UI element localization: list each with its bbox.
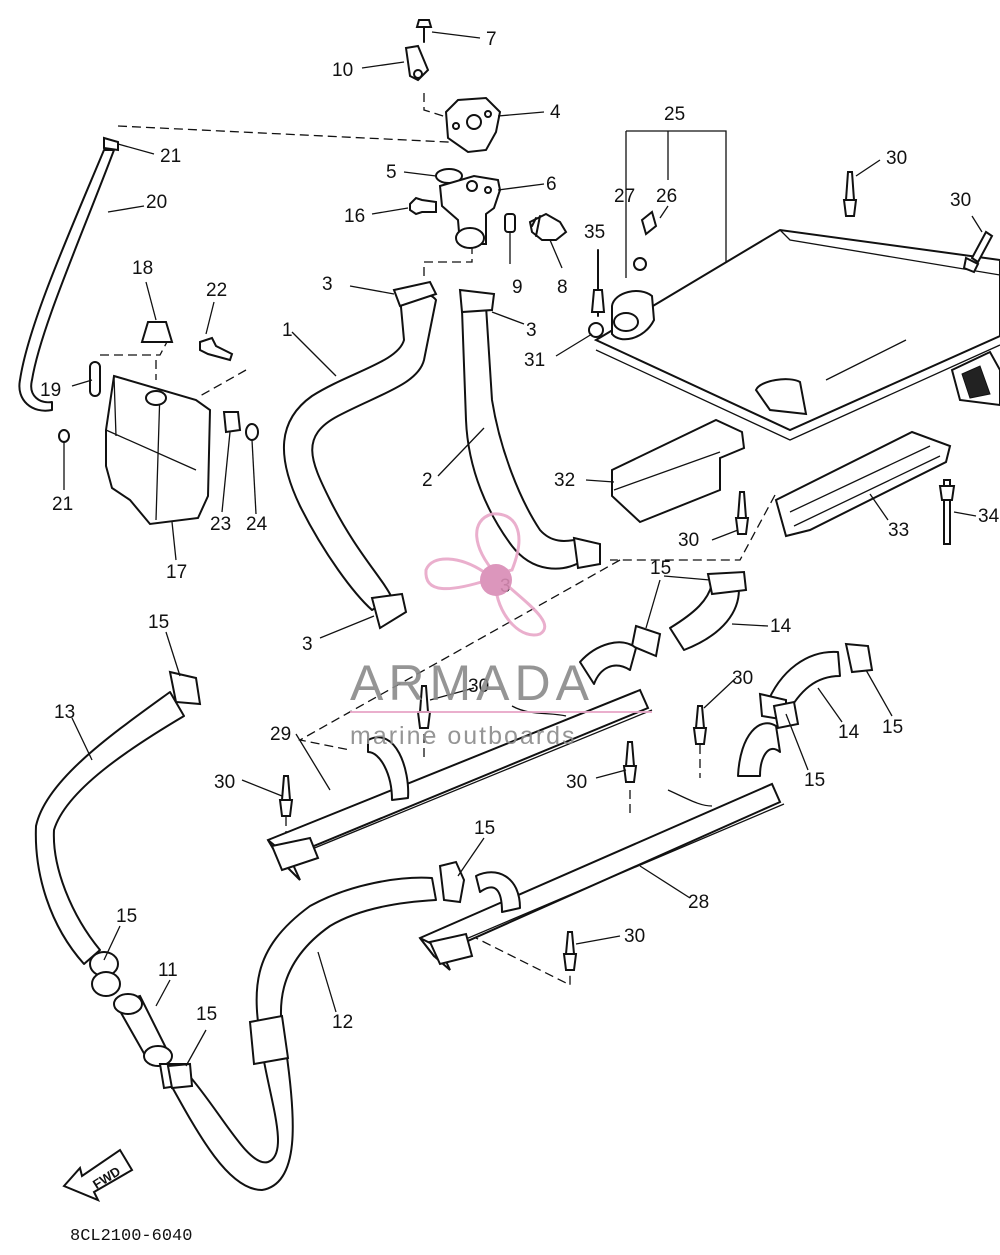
- callout-26: 26: [656, 186, 677, 207]
- callout-4: 4: [550, 102, 561, 123]
- callout-15: 15: [196, 1004, 217, 1025]
- reservoir-tank-17: [89, 321, 259, 526]
- callout-27: 27: [614, 186, 635, 207]
- clamps-15: [166, 700, 800, 1090]
- hose-1: [282, 280, 438, 630]
- forward-arrow: FWD: [62, 1148, 134, 1202]
- callout-14: 14: [838, 722, 860, 743]
- callout-8: 8: [557, 277, 568, 298]
- callout-9: 9: [512, 277, 523, 298]
- callout-2: 2: [422, 470, 433, 491]
- hose-2: [458, 288, 601, 570]
- callout-17: 17: [166, 562, 187, 583]
- callout-19: 19: [40, 380, 61, 401]
- watermark-brand: ARMADA: [350, 655, 594, 711]
- propeller-logo: [424, 512, 547, 637]
- callout-3: 3: [322, 274, 333, 295]
- callout-22: 22: [206, 280, 227, 301]
- hose-14-lower: [758, 642, 874, 722]
- callout-15: 15: [882, 717, 903, 738]
- hose-14-upper: [630, 570, 748, 658]
- bracket-32: [611, 418, 746, 524]
- watermark-tagline: marine outboards: [350, 722, 577, 750]
- thermostat-assembly: [404, 19, 568, 249]
- callout-30: 30: [214, 772, 235, 793]
- callout-30: 30: [624, 926, 645, 947]
- callout-25: 25: [664, 104, 685, 125]
- callout-28: 28: [688, 892, 709, 913]
- callout-29: 29: [270, 724, 291, 745]
- callout-30: 30: [468, 676, 489, 697]
- callout-20: 20: [146, 192, 167, 213]
- callout-23: 23: [210, 514, 231, 535]
- callout-24: 24: [246, 514, 268, 535]
- hose-20: [18, 136, 119, 443]
- leader-lines: [63, 31, 983, 1067]
- callout-30: 30: [886, 148, 907, 169]
- hose-12: [158, 876, 437, 1191]
- callout-15: 15: [474, 818, 495, 839]
- manifold-29: [266, 641, 653, 881]
- callout-33: 33: [888, 520, 909, 541]
- callout-15: 15: [804, 770, 825, 791]
- callout-7: 7: [486, 29, 497, 50]
- callout-30: 30: [678, 530, 699, 551]
- callout-32: 32: [554, 470, 575, 491]
- callout-15: 15: [650, 558, 671, 579]
- callout-34: 34: [978, 506, 1000, 527]
- callout-35: 35: [584, 222, 605, 243]
- callout-16: 16: [344, 206, 365, 227]
- callout-31: 31: [524, 350, 545, 371]
- callout-18: 18: [132, 258, 153, 279]
- callout-10: 10: [332, 60, 353, 81]
- callout-5: 5: [386, 162, 397, 183]
- hose-13: [34, 670, 202, 997]
- callout-21: 21: [52, 494, 73, 515]
- callout-21: 21: [160, 146, 181, 167]
- callout-12: 12: [332, 1012, 353, 1033]
- rail-33: [774, 430, 952, 538]
- armada-watermark: ARMADA marine outboards: [350, 512, 652, 750]
- callout-11: 11: [158, 960, 178, 981]
- callout-3: 3: [526, 320, 537, 341]
- callout-13: 13: [54, 702, 75, 723]
- callout-3: 3: [302, 634, 313, 655]
- callout-6: 6: [546, 174, 557, 195]
- callout-15: 15: [148, 612, 169, 633]
- radiator-panel: [588, 210, 1000, 441]
- callout-15: 15: [116, 906, 137, 927]
- callout-1: 1: [282, 320, 293, 341]
- callout-14: 14: [770, 616, 792, 637]
- callout-30: 30: [566, 772, 587, 793]
- callout-labels: 7 10 4 21 25 30 5 6 20 16 27 26 30 3 9 8…: [40, 29, 1000, 1033]
- manifold-28: [418, 722, 785, 971]
- joint-11: [113, 993, 173, 1067]
- callout-30: 30: [950, 190, 971, 211]
- callout-30: 30: [732, 668, 753, 689]
- drawing-code: 8CL2100-6040: [70, 1227, 192, 1246]
